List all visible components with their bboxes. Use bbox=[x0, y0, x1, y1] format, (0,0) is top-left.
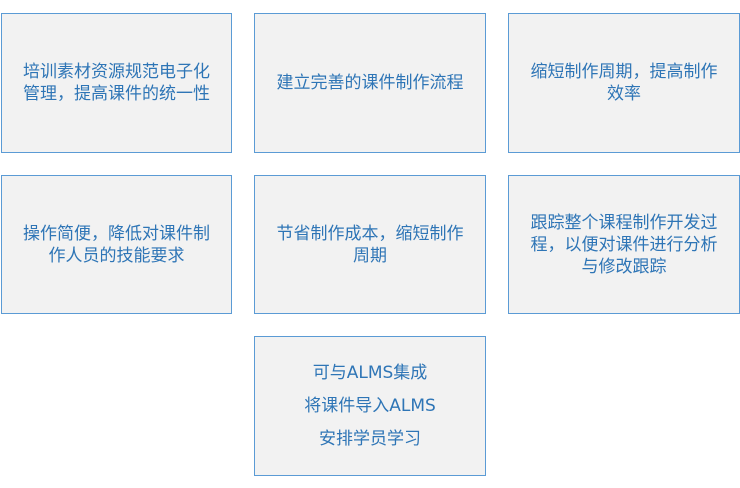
box-text-line: 缩短制作周期，提高制作 bbox=[530, 62, 718, 82]
box-text-line: 建立完善的课件制作流程 bbox=[276, 73, 464, 93]
feature-box-resource-management: 培训素材资源规范电子化 管理，提高课件的统一性 bbox=[1, 13, 232, 153]
box-text-line: 操作简便，降低对课件制 bbox=[23, 223, 210, 244]
feature-box-shorten-cycle: 缩短制作周期，提高制作 效率 bbox=[508, 13, 740, 153]
feature-box-save-cost: 节省制作成本，缩短制作 周期 bbox=[254, 175, 486, 314]
box-text-line: 将课件导入ALMS bbox=[304, 395, 436, 416]
box-text-line: 培训素材资源规范电子化 bbox=[23, 62, 210, 82]
box-text-line: 跟踪整个课程制作开发过 bbox=[530, 212, 718, 233]
box-text-line: 周期 bbox=[353, 245, 387, 266]
box-text-line: 管理，提高课件的统一性 bbox=[23, 84, 210, 104]
box-text-line: 效率 bbox=[607, 84, 641, 104]
feature-box-alms-integration: 可与ALMS集成 将课件导入ALMS 安排学员学习 bbox=[254, 336, 486, 476]
box-text-line: 程，以便对课件进行分析 bbox=[530, 234, 718, 255]
box-text-line: 安排学员学习 bbox=[319, 428, 421, 449]
box-text-line: 与修改跟踪 bbox=[581, 256, 667, 277]
feature-box-production-workflow: 建立完善的课件制作流程 bbox=[254, 13, 486, 153]
box-text-line: 作人员的技能要求 bbox=[48, 245, 185, 266]
feature-box-tracking: 跟踪整个课程制作开发过 程，以便对课件进行分析 与修改跟踪 bbox=[508, 175, 740, 314]
box-text-line: 节省制作成本，缩短制作 bbox=[276, 223, 464, 244]
box-text-line: 可与ALMS集成 bbox=[312, 362, 428, 383]
feature-box-easy-operation: 操作简便，降低对课件制 作人员的技能要求 bbox=[1, 175, 232, 314]
